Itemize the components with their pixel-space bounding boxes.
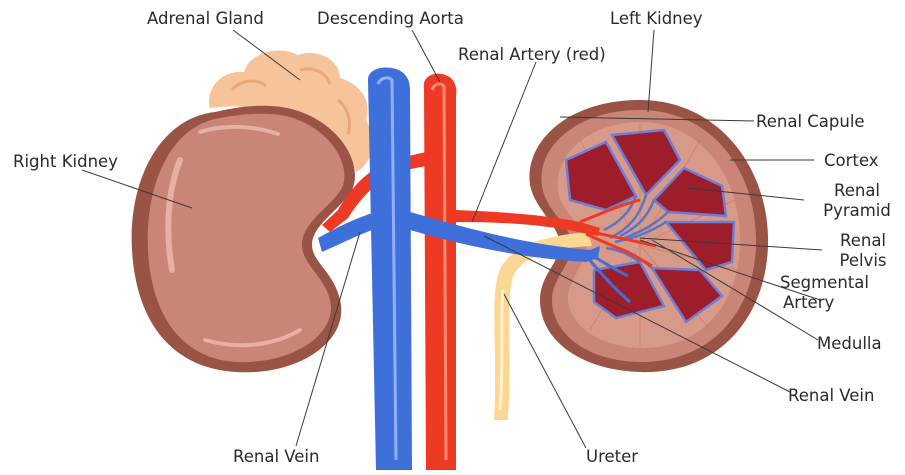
descending-aorta — [424, 74, 457, 470]
label-ureter: Ureter — [586, 447, 638, 467]
label-renal-pelvis: Renal Pelvis — [828, 231, 898, 271]
label-descending-aorta: Descending Aorta — [317, 9, 464, 29]
label-renal-vein-left: Renal Vein — [788, 386, 874, 406]
label-medulla: Medulla — [817, 334, 882, 354]
label-renal-vein-right: Renal Vein — [233, 447, 319, 467]
label-renal-pyramid-line1: Renal — [812, 181, 902, 201]
label-segmental-artery-line2: Artery — [780, 293, 869, 313]
label-cortex: Cortex — [824, 151, 879, 171]
label-adrenal-gland: Adrenal Gland — [147, 9, 264, 29]
label-renal-pyramid: Renal Pyramid — [812, 181, 902, 221]
label-renal-capule: Renal Capule — [756, 112, 865, 132]
label-renal-artery: Renal Artery (red) — [458, 45, 606, 65]
label-left-kidney: Left Kidney — [610, 9, 703, 29]
label-renal-pelvis-line1: Renal — [828, 231, 898, 251]
label-right-kidney: Right Kidney — [13, 152, 118, 172]
label-renal-pyramid-line2: Pyramid — [812, 201, 902, 221]
label-segmental-artery: Segmental Artery — [780, 273, 869, 313]
label-renal-pelvis-line2: Pelvis — [828, 251, 898, 271]
label-segmental-artery-line1: Segmental — [780, 273, 869, 293]
